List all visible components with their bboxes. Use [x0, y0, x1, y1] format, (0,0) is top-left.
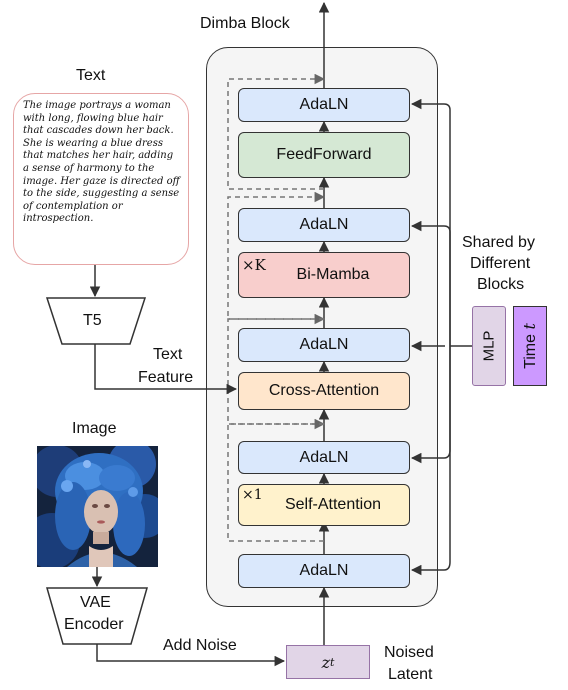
input-image: [37, 446, 158, 567]
noised-label-1: Noised: [384, 644, 434, 661]
bi-mamba-label: Bi-Mamba: [296, 266, 370, 283]
adaln-top: AdaLN: [238, 88, 410, 122]
text-feature-label-1: Text: [153, 346, 183, 363]
noised-label-2: Latent: [388, 666, 433, 683]
bi-mamba-block: Bi-Mamba: [238, 252, 410, 298]
latent-subscript: t: [330, 655, 335, 669]
t5-label: T5: [83, 312, 102, 329]
time-box: Time t: [513, 306, 547, 386]
text-prompt-bubble: The image portrays a woman with long, fl…: [13, 93, 189, 265]
self-attention-block: Self-Attention: [238, 484, 410, 526]
portrait-illustration: [37, 446, 158, 567]
text-prompt: The image portrays a woman with long, fl…: [23, 100, 180, 225]
shared-label-3: Blocks: [477, 276, 525, 293]
latent-symbol: z: [321, 652, 330, 672]
t5-encoder-shape: [45, 297, 147, 345]
text-feature-label-2: Feature: [138, 369, 194, 386]
text-heading: Text: [76, 67, 106, 84]
time-symbol: t: [520, 323, 539, 330]
adaln-cross: AdaLN: [238, 328, 410, 362]
time-label: Time: [522, 333, 539, 369]
adaln-self: AdaLN: [238, 441, 410, 474]
vae-label-1: VAE: [80, 594, 111, 611]
vae-label-2: Encoder: [64, 616, 124, 633]
dimba-block-title: Dimba Block: [200, 15, 290, 32]
self-attention-multiplier: ×1: [242, 487, 263, 503]
cross-attention-block: Cross-Attention: [238, 372, 410, 410]
adaln-mamba: AdaLN: [238, 208, 410, 242]
adaln-bottom: AdaLN: [238, 554, 410, 588]
shared-label-2: Different: [470, 255, 531, 272]
self-attention-label: Self-Attention: [284, 496, 382, 513]
feedforward-block: FeedForward: [238, 132, 410, 178]
mlp-box: MLP: [472, 306, 506, 386]
shared-label-1: Shared by: [462, 234, 535, 251]
vae-encoder-shape: [46, 587, 148, 645]
mlp-label: MLP: [480, 330, 498, 362]
bi-mamba-multiplier: ×K: [242, 256, 266, 274]
add-noise-label: Add Noise: [163, 637, 237, 654]
image-heading: Image: [72, 420, 117, 437]
time-label-group: Time t: [520, 323, 540, 369]
